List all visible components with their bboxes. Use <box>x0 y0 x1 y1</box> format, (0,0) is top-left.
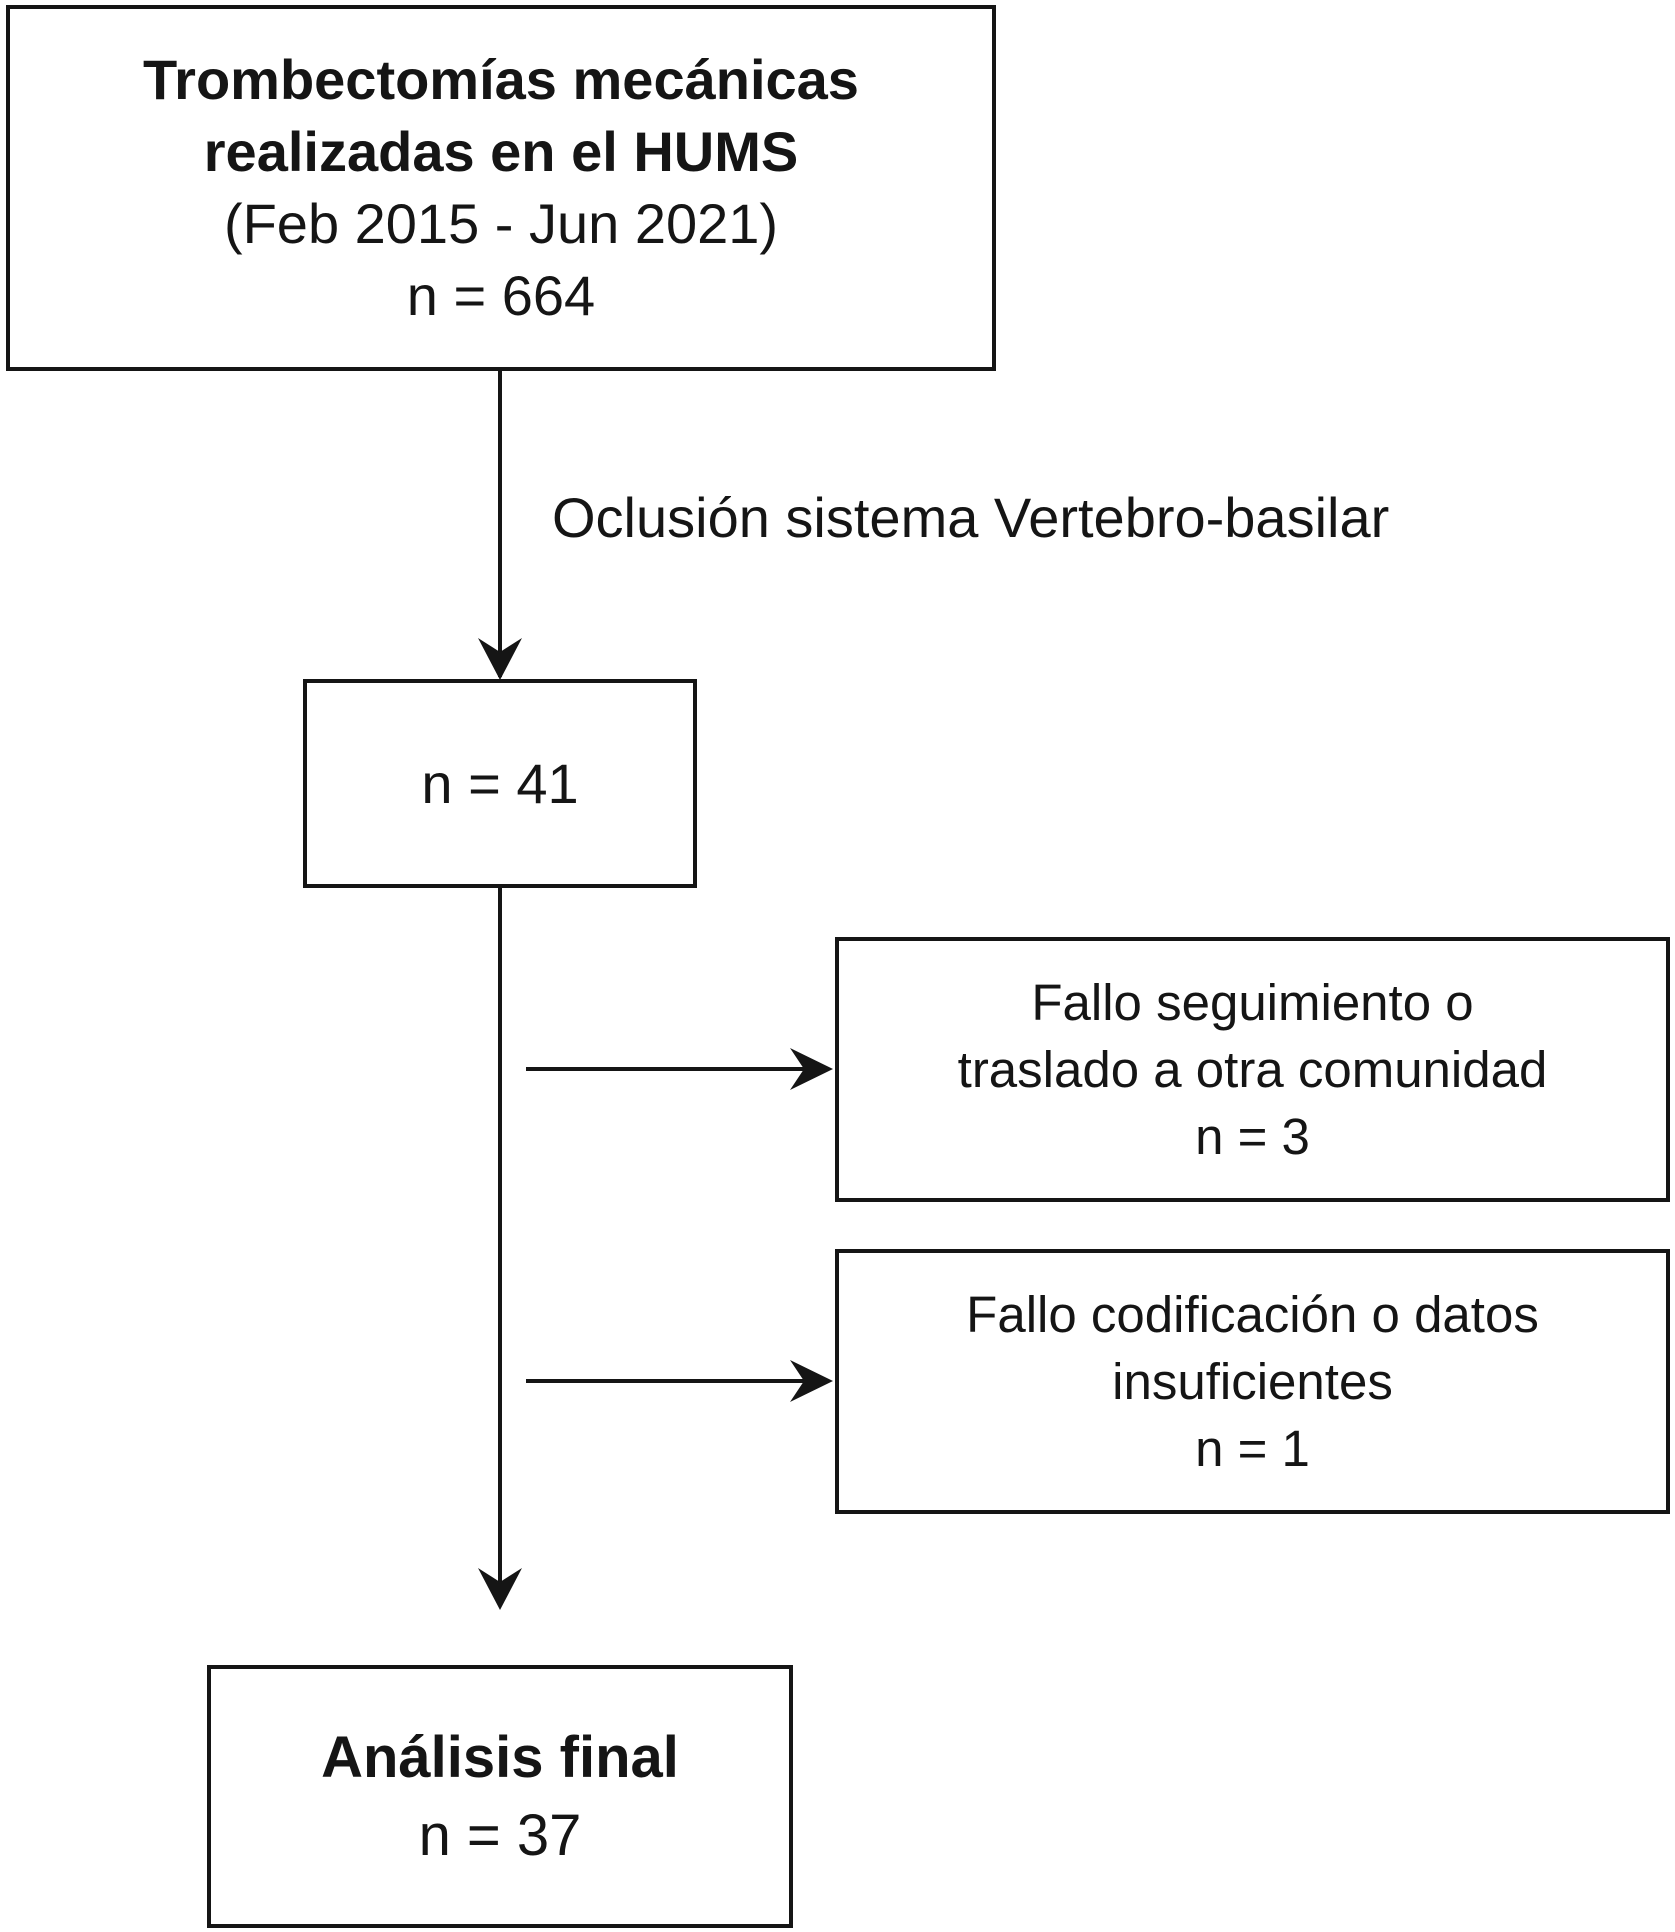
source-box-line-1: Trombectomías mecánicas <box>143 48 859 111</box>
arrowhead-vb-to-final <box>478 1568 522 1610</box>
final-analysis-title: Análisis final <box>321 1724 679 1790</box>
exclusion-coding-box: Fallo codificación o datos insuficientes… <box>835 1249 1670 1514</box>
edge-label-vertebrobasilar: Oclusión sistema Vertebro-basilar <box>552 486 1390 549</box>
exclusion-followup-count: n = 3 <box>1195 1108 1310 1165</box>
exclusion-followup-line-1: Fallo seguimiento o <box>1031 974 1474 1031</box>
source-box-line-2: realizadas en el HUMS <box>203 120 799 183</box>
source-box-line-3: (Feb 2015 - Jun 2021) <box>223 192 779 255</box>
arrowhead-exclusion-coding <box>790 1360 833 1402</box>
final-analysis-count: n = 37 <box>418 1802 582 1868</box>
exclusion-coding-count: n = 1 <box>1195 1420 1310 1477</box>
arrowhead-exclusion-followup <box>790 1048 833 1090</box>
exclusion-coding-line-1: Fallo codificación o datos <box>966 1286 1539 1343</box>
exclusion-followup-box: Fallo seguimiento o traslado a otra comu… <box>835 937 1670 1202</box>
source-population-box: Trombectomías mecánicas realizadas en el… <box>6 5 996 371</box>
final-analysis-box: Análisis final n = 37 <box>207 1665 793 1928</box>
arrowhead-source-to-vb <box>478 638 522 680</box>
exclusion-coding-line-2: insuficientes <box>1112 1353 1393 1410</box>
vertebrobasilar-box: n = 41 <box>303 679 697 888</box>
source-box-count: n = 664 <box>406 264 596 327</box>
vertebrobasilar-count: n = 41 <box>421 751 579 815</box>
exclusion-followup-line-2: traslado a otra comunidad <box>957 1041 1548 1098</box>
